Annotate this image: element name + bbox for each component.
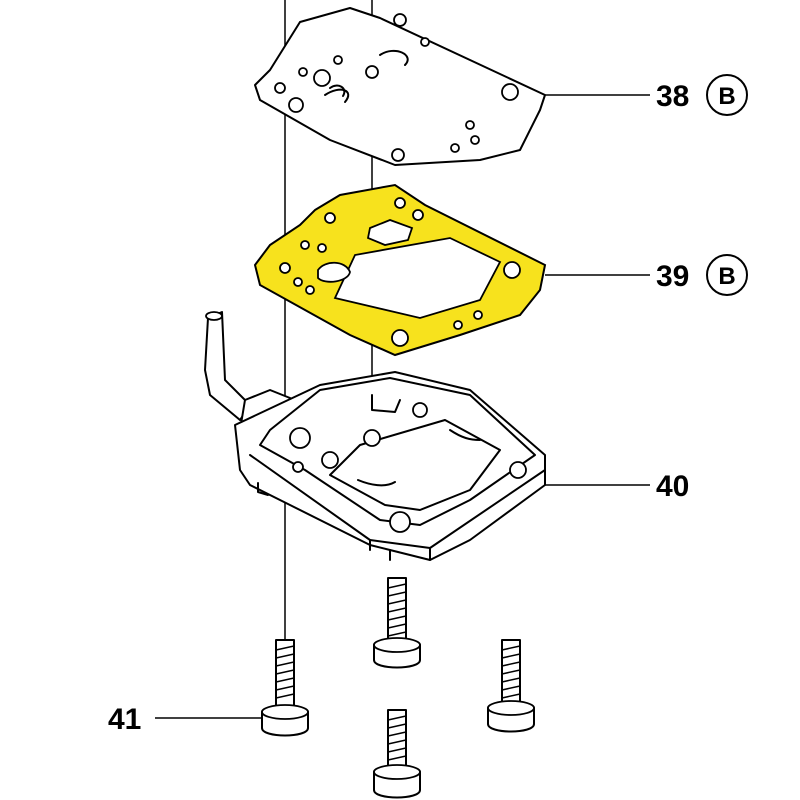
- callout-38-letter: B: [718, 83, 735, 110]
- callout-38-badge: [706, 74, 748, 116]
- part-39-gasket-highlighted: [253, 183, 547, 357]
- part-41-screw-3: [487, 639, 535, 733]
- callout-38-number: 38: [656, 80, 689, 113]
- callout-40: 40: [656, 470, 689, 503]
- callout-39-number: 39: [656, 260, 689, 293]
- callout-41-number: 41: [108, 703, 141, 736]
- callout-39-badge: [706, 254, 748, 296]
- callout-39-letter: B: [718, 263, 735, 290]
- part-40-pump-body: [204, 311, 546, 561]
- part-41-screw-4: [373, 709, 421, 799]
- callout-41: 41: [108, 703, 141, 736]
- callout-38: 38 B: [656, 74, 748, 116]
- part-41-screw-1: [261, 639, 309, 737]
- part-38-diaphragm: [254, 7, 546, 166]
- callout-39: 39 B: [656, 254, 748, 296]
- part-41-screw-2: [373, 577, 421, 669]
- callout-40-number: 40: [656, 470, 689, 503]
